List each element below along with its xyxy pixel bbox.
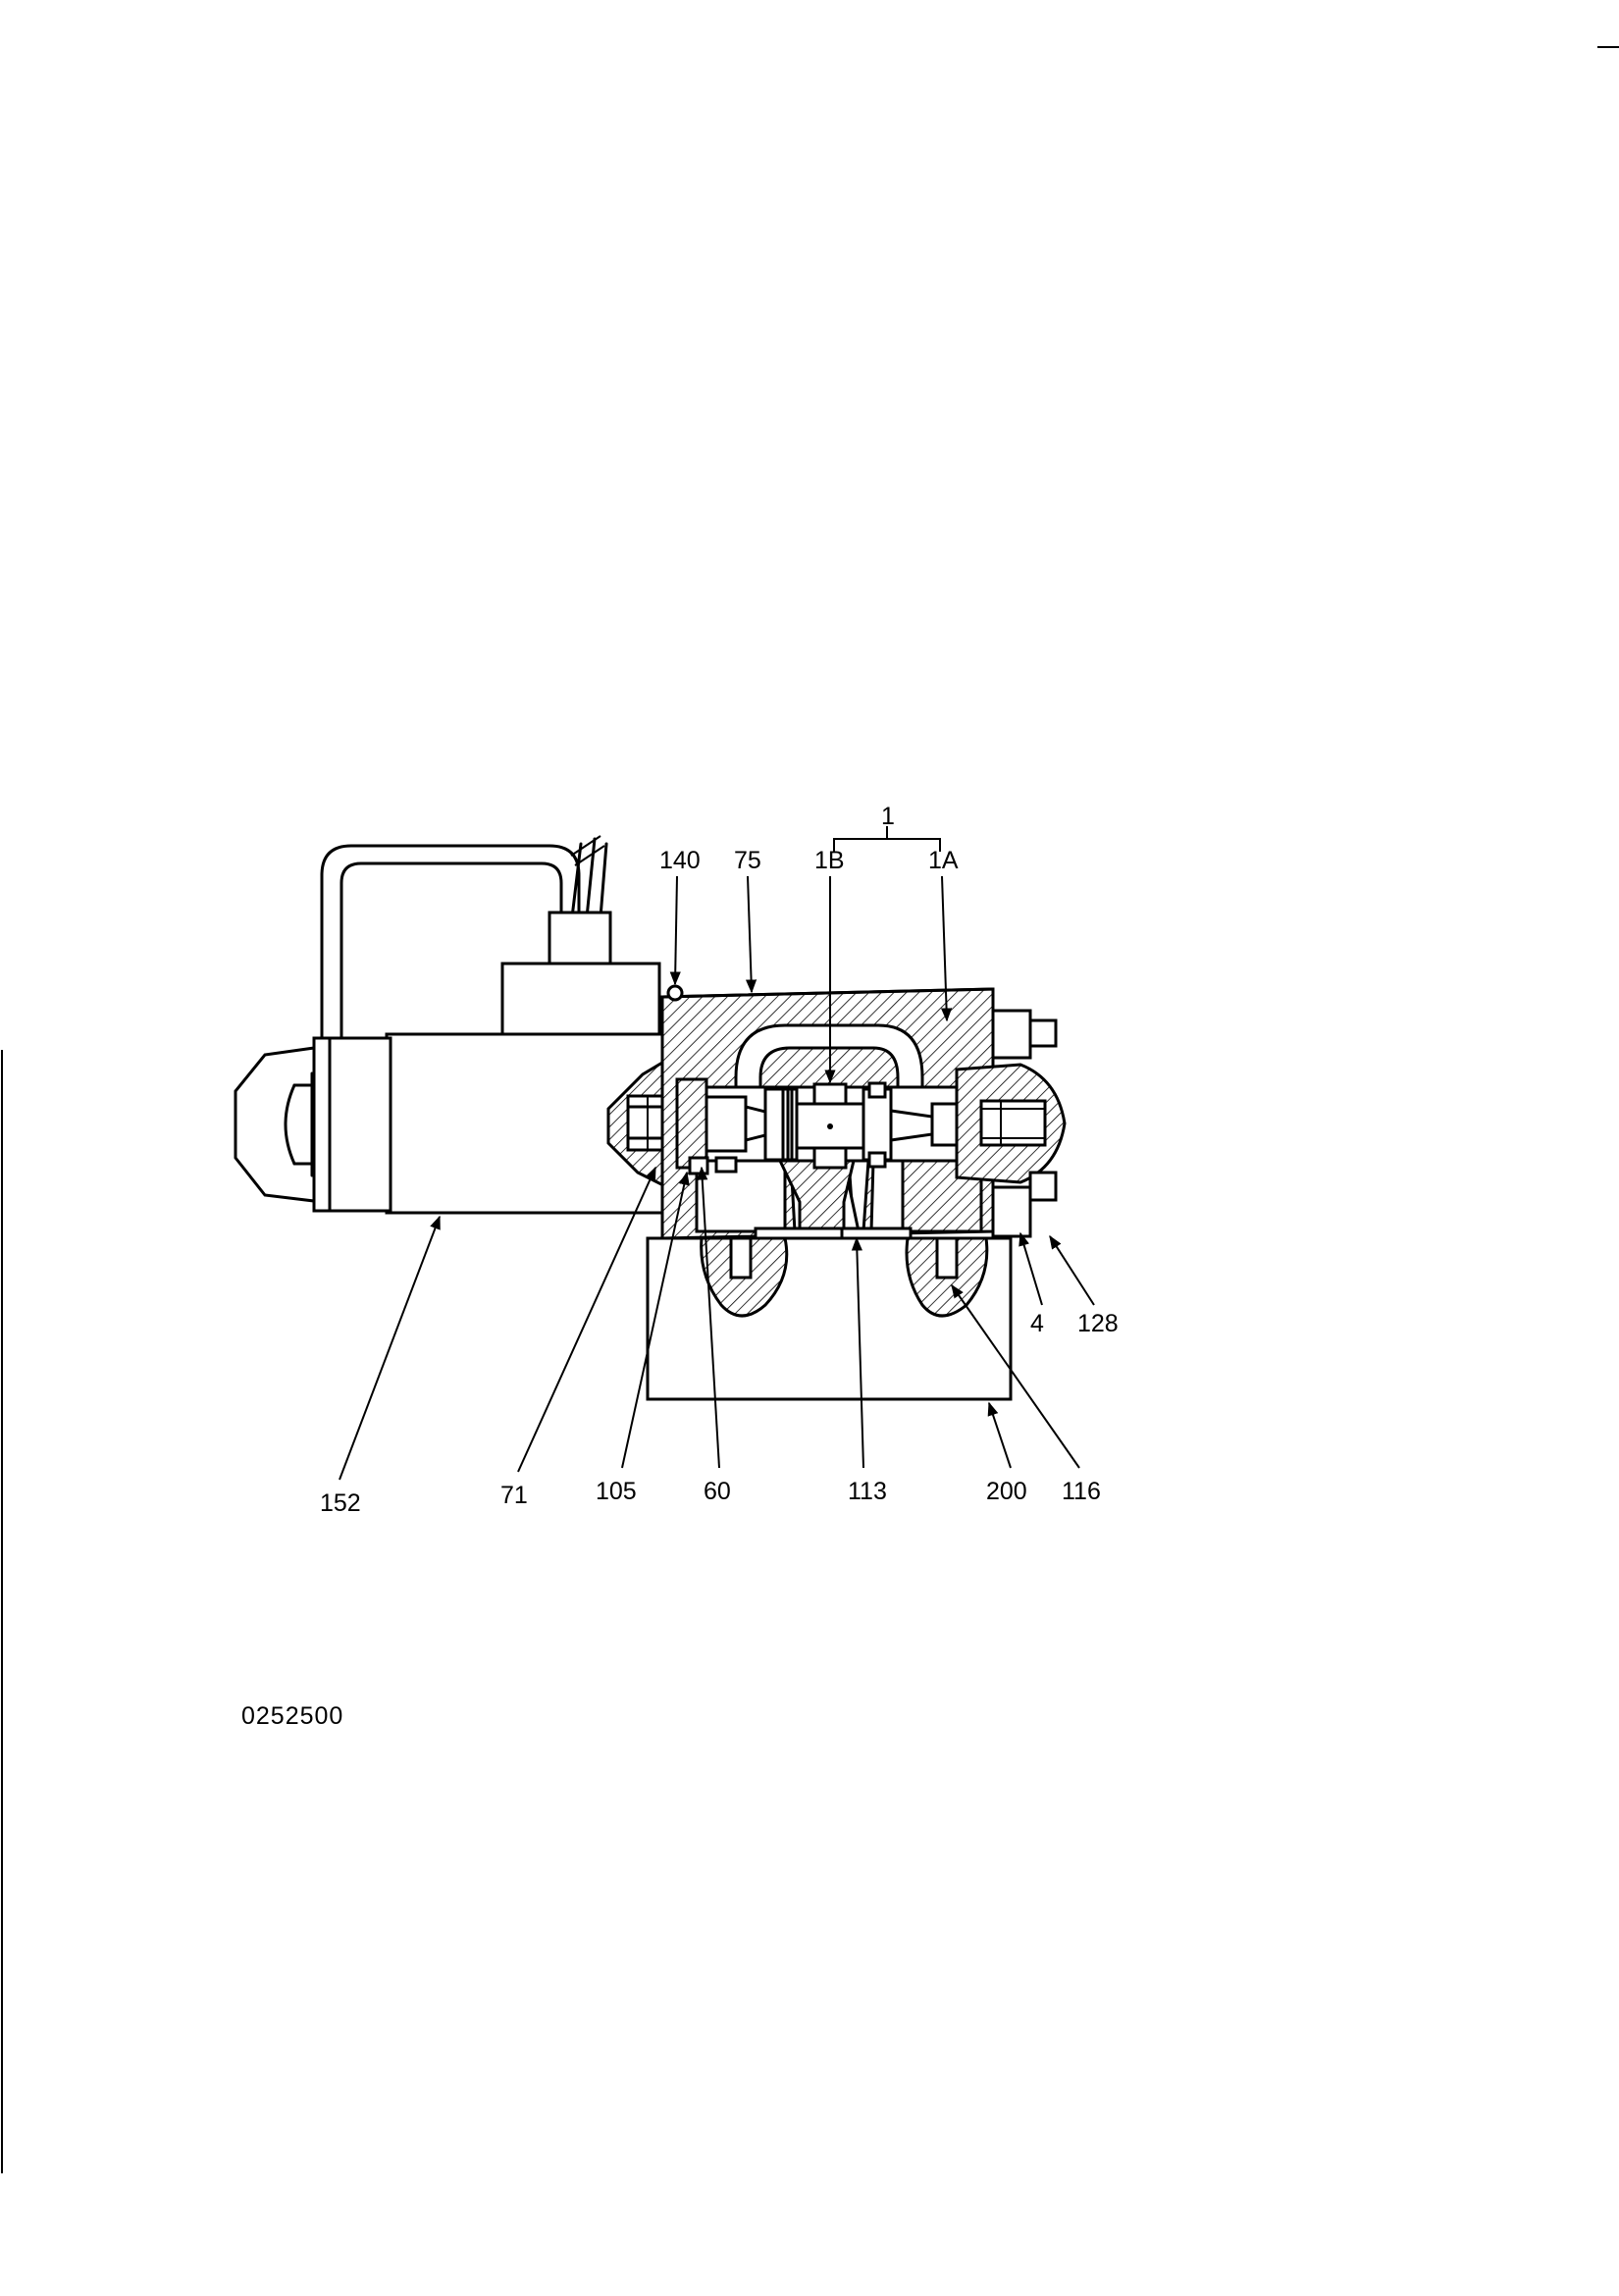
label-152: 152	[320, 1489, 361, 1517]
label-116: 116	[1062, 1478, 1101, 1505]
document-number: 0252500	[241, 1702, 344, 1730]
subplate	[646, 1226, 1013, 1401]
label-1a: 1A	[928, 847, 959, 874]
label-128: 128	[1077, 1310, 1119, 1337]
label-1b: 1B	[814, 847, 845, 874]
callout-labels: 1 140 75 1B 1A 4 128 152 71 105 60 113 2…	[320, 803, 1119, 1517]
spool	[705, 1081, 964, 1170]
label-4: 4	[1030, 1310, 1044, 1337]
label-1: 1	[881, 803, 895, 830]
solenoid-assembly	[234, 835, 684, 1215]
label-60: 60	[704, 1478, 731, 1505]
label-105: 105	[596, 1478, 637, 1505]
label-200: 200	[986, 1478, 1027, 1505]
label-140: 140	[659, 847, 701, 874]
leader-lines	[339, 826, 1095, 1481]
label-75: 75	[734, 847, 761, 874]
valve-body	[660, 984, 1067, 1240]
label-113: 113	[848, 1478, 887, 1505]
label-71: 71	[500, 1482, 528, 1509]
